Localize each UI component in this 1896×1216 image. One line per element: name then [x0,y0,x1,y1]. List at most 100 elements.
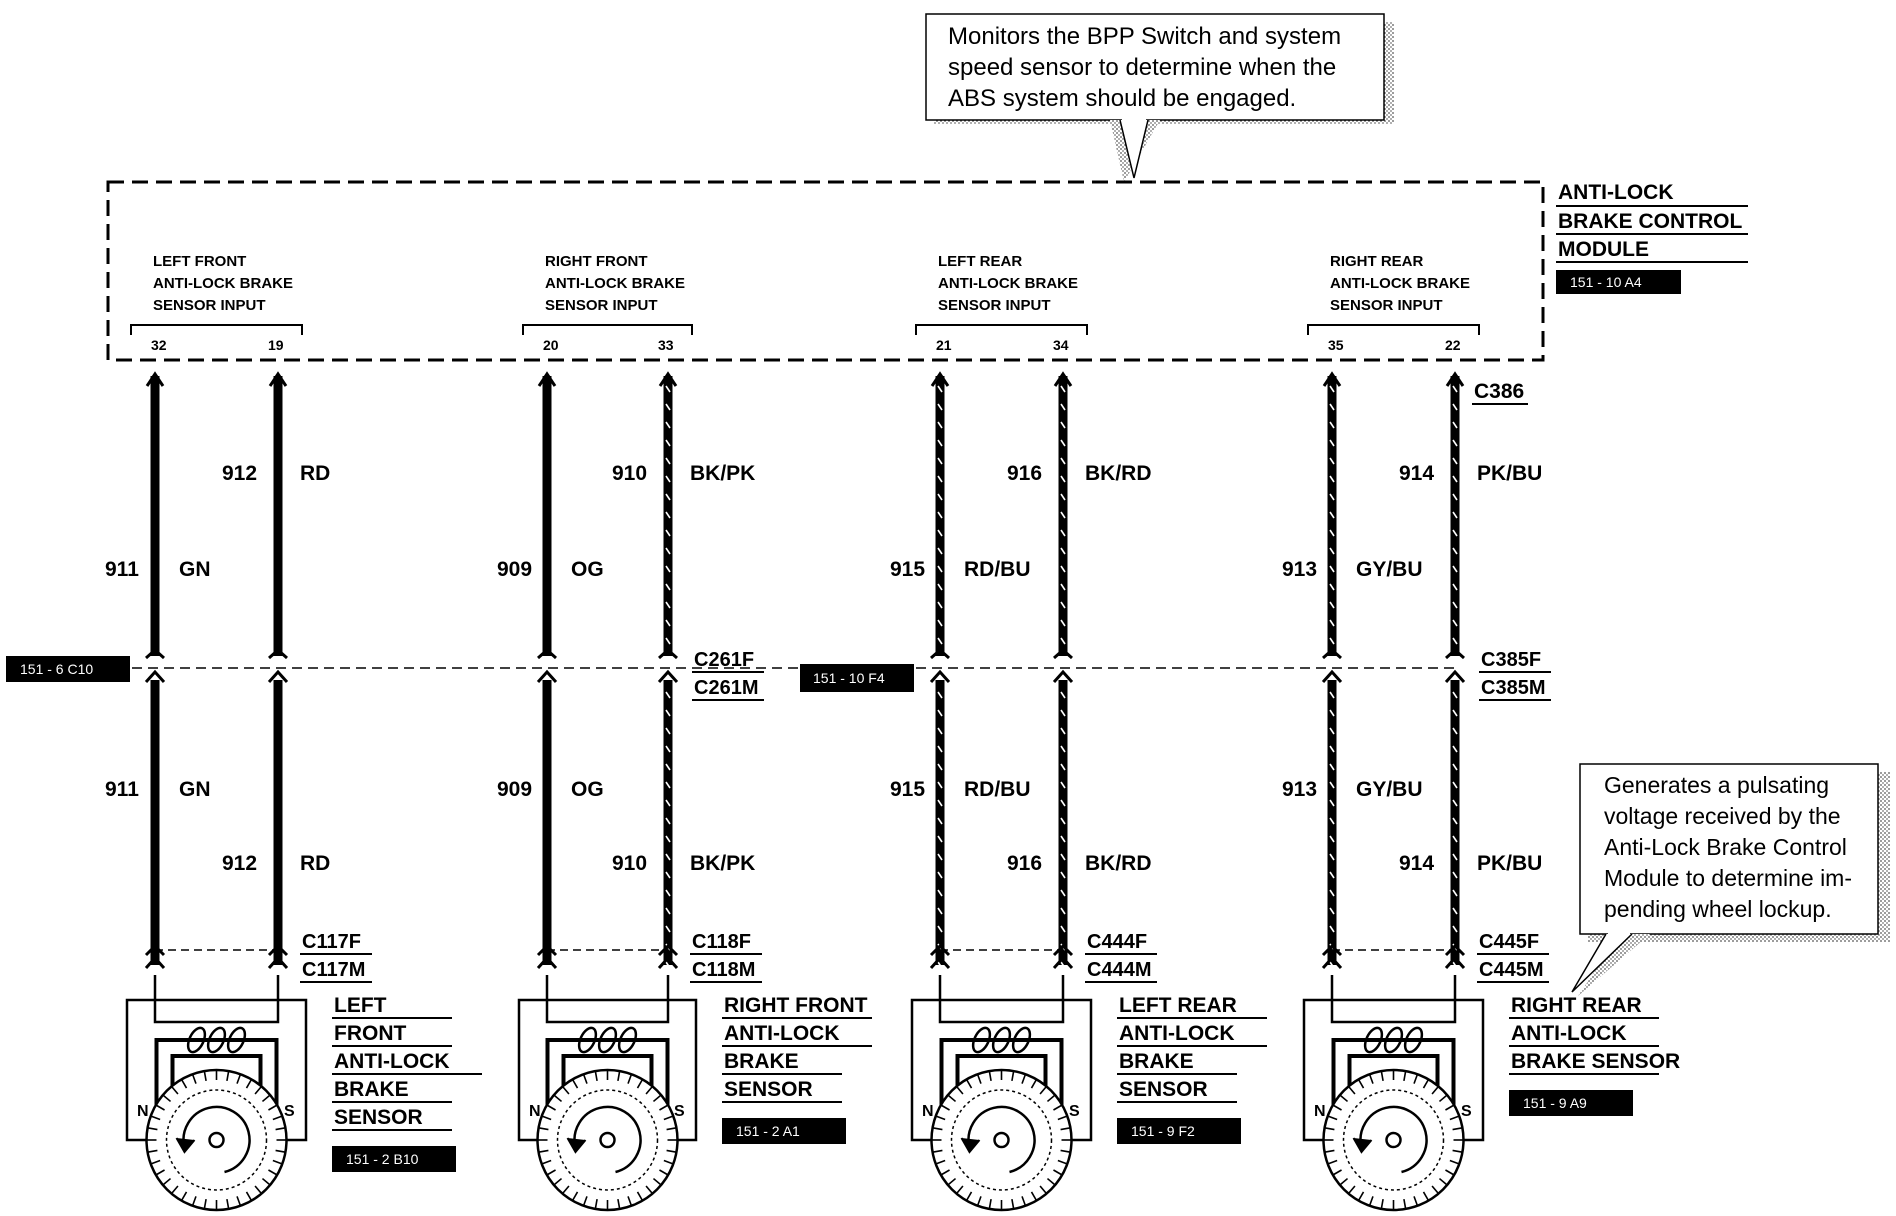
wire-b-color-upper: PK/BU [1477,462,1542,485]
module-pin-b: 33 [658,337,674,353]
wire-b-stripe [665,547,671,555]
wire-b-stripe [1060,511,1066,519]
wire-b-stripe [1452,421,1458,429]
wire-a-stripe [1329,511,1335,519]
wire-b-stripe [1452,529,1458,537]
wire-b-stripe [665,817,671,825]
wire-b-stripe [665,601,671,609]
tone-wheel-tooth [955,1185,964,1195]
wire-a-stripe [1329,799,1335,807]
tone-wheel-tooth [1030,1078,1038,1089]
wire-b-stripe [1060,439,1066,447]
tone-wheel-tooth [1021,1073,1027,1084]
tone-wheel-tooth [1403,1198,1407,1210]
wire-a-stripe [937,637,943,645]
wire-b-stripe [665,745,671,753]
tone-wheel-tooth [663,1159,674,1165]
tone-wheel-tooth [203,1070,207,1082]
wire-b-stripe [1452,619,1458,627]
sensor-name-line: RIGHT FRONT [724,994,868,1017]
wire-b-stripe [665,853,671,861]
wire-b-stripe [665,709,671,717]
tone-wheel-hub [599,1131,616,1149]
wire-b-stripe [1060,961,1066,969]
wire-a-stripe [937,385,943,393]
wire-b-circuit-upper: 910 [612,462,647,485]
tone-wheel-tooth [947,1177,957,1186]
wire-b-sensor-male [657,955,679,970]
tone-wheel-tooth [594,1070,598,1082]
tone-wheel-tooth [988,1198,992,1210]
wire-b-stripe [665,781,671,789]
sensor-ref-box [332,1146,456,1172]
tone-wheel-tooth [947,1094,957,1103]
sensor-coil [617,1026,638,1054]
sensor-ref-tag: 151 - 2 A1 [736,1123,800,1139]
tone-wheel-tooth [935,1115,946,1121]
wire-b-stripe [1452,817,1458,825]
wire-a-stripe [1329,709,1335,717]
tone-wheel-tooth [1380,1198,1384,1210]
wire-a-color-lower: OG [571,778,604,801]
sensor-ref-tag: 151 - 9 F2 [1131,1123,1195,1139]
wire-a-mid-female [537,647,557,660]
wire-b-stripe [1452,601,1458,609]
wire-b-circuit-lower: 914 [1399,852,1434,875]
sensor-ref-box [1509,1090,1633,1116]
wire-b-stripe [1452,853,1458,861]
bottom-callout-line-3: Anti-Lock Brake Control [1604,834,1847,860]
wire-b-stripe [665,475,671,483]
wire-a-stripe [1329,835,1335,843]
wire-b-stripe [1060,799,1066,807]
module-input-label: ANTI-LOCK BRAKE [153,275,293,292]
wire-b-stripe [1060,853,1066,861]
tone-wheel-tooth [932,1149,943,1153]
sensor-connector-female: C445F [1479,931,1539,953]
tone-wheel-tooth [191,1073,197,1084]
tone-wheel-tooth [1347,1185,1356,1195]
top-callout: Monitors the BPP Switch and system speed… [925,13,1394,182]
wire-b-stripe [665,439,671,447]
wire-b-stripe [1060,385,1066,393]
wire-a-stripe [1329,907,1335,915]
tone-wheel-tooth [1449,1159,1460,1165]
wire-a-stripe [1329,853,1335,861]
wire-b-circuit-upper: 912 [222,462,257,485]
module-connector-label: C386 [1474,380,1524,403]
tone-wheel-inner [1342,1089,1445,1191]
wire-a-mid-male [536,669,558,684]
wire-a-mid-male [1321,669,1343,684]
pole-s-label: S [674,1103,685,1120]
tone-wheel-inner [556,1089,659,1191]
wire-b-stripe [1060,547,1066,555]
wire-b-stripe [665,619,671,627]
tone-wheel-tooth [627,1073,633,1084]
wire-b-stripe [1452,691,1458,699]
sensor-ref-tag: 151 - 9 A9 [1523,1095,1587,1111]
tone-wheel-tooth [553,1177,563,1186]
wire-b-stripe [1452,547,1458,555]
wire-a-stripe [1329,421,1335,429]
sensor-ref-box [1117,1118,1241,1144]
wire-b-stripe [1060,403,1066,411]
wire-b-mid-male [1444,669,1466,684]
wire-a-stripe [937,727,943,735]
wire-b-stripe [1452,889,1458,897]
rotation-arrow-head [566,1137,587,1154]
wire-a-circuit-lower: 915 [890,778,925,801]
tone-wheel-hub [993,1131,1010,1149]
wire-a-stripe [1329,763,1335,771]
wire-b-stripe [665,961,671,969]
wire-b-stripe [1060,709,1066,717]
wire-a-stripe [937,475,943,483]
sensor-name-line: BRAKE [1119,1050,1194,1073]
tone-wheel-tooth [546,1169,556,1176]
sensor-coil [971,1026,992,1054]
tone-wheel-tooth [1060,1149,1071,1153]
wire-b-stripe [665,385,671,393]
pole-n-label: N [922,1103,934,1120]
tone-wheel-tooth [636,1078,644,1089]
wire-b-stripe [1452,637,1458,645]
wire-a-circuit-lower: 911 [105,778,139,801]
